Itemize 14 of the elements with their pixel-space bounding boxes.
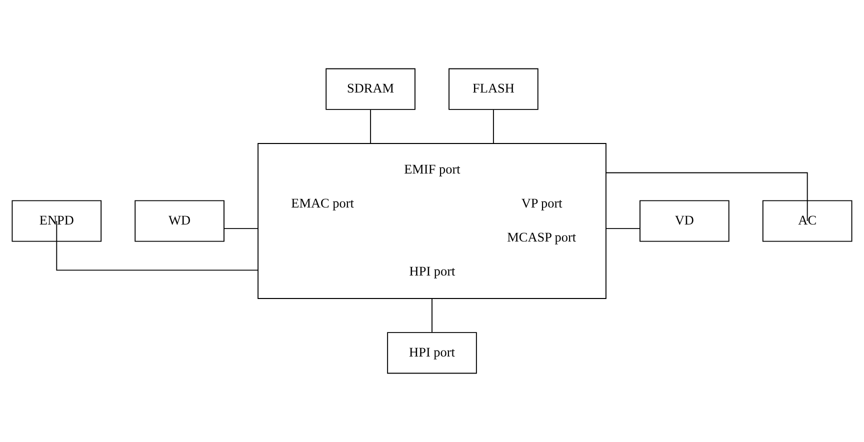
connector [606, 228, 640, 230]
connector [56, 220, 258, 271]
connector [370, 109, 372, 144]
connector [606, 172, 808, 222]
connector [224, 228, 258, 230]
node-box: ENPD [12, 200, 102, 242]
node-box: HPI port [387, 332, 477, 374]
node-box: FLASH [448, 68, 538, 110]
node-box: AC [762, 200, 852, 242]
node-box: SDRAM [326, 68, 416, 110]
node-box: VD [640, 200, 730, 242]
connector [492, 109, 494, 144]
node-box: EMIF port EMAC port VP port MCASP port HPI port [258, 143, 606, 299]
node-box: WD [134, 200, 224, 242]
